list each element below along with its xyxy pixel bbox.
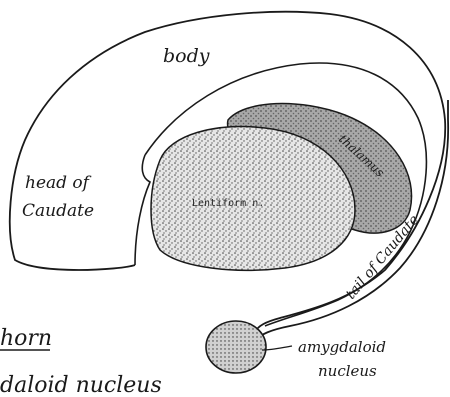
caudate-head-edge: [135, 155, 150, 265]
label-amygdaloid-line1: amygdaloid: [298, 338, 386, 356]
label-bottom-partial: daloid nucleus: [0, 373, 162, 397]
label-head-line2: Caudate: [22, 201, 94, 221]
label-amygdaloid-line2: nucleus: [318, 362, 377, 380]
label-body: body: [163, 45, 210, 67]
label-lentiform: Lentiform n.: [192, 198, 264, 209]
label-head-line1: head of: [25, 173, 92, 193]
label-horn: horn: [0, 326, 52, 351]
amygdaloid-shape: [206, 321, 266, 373]
